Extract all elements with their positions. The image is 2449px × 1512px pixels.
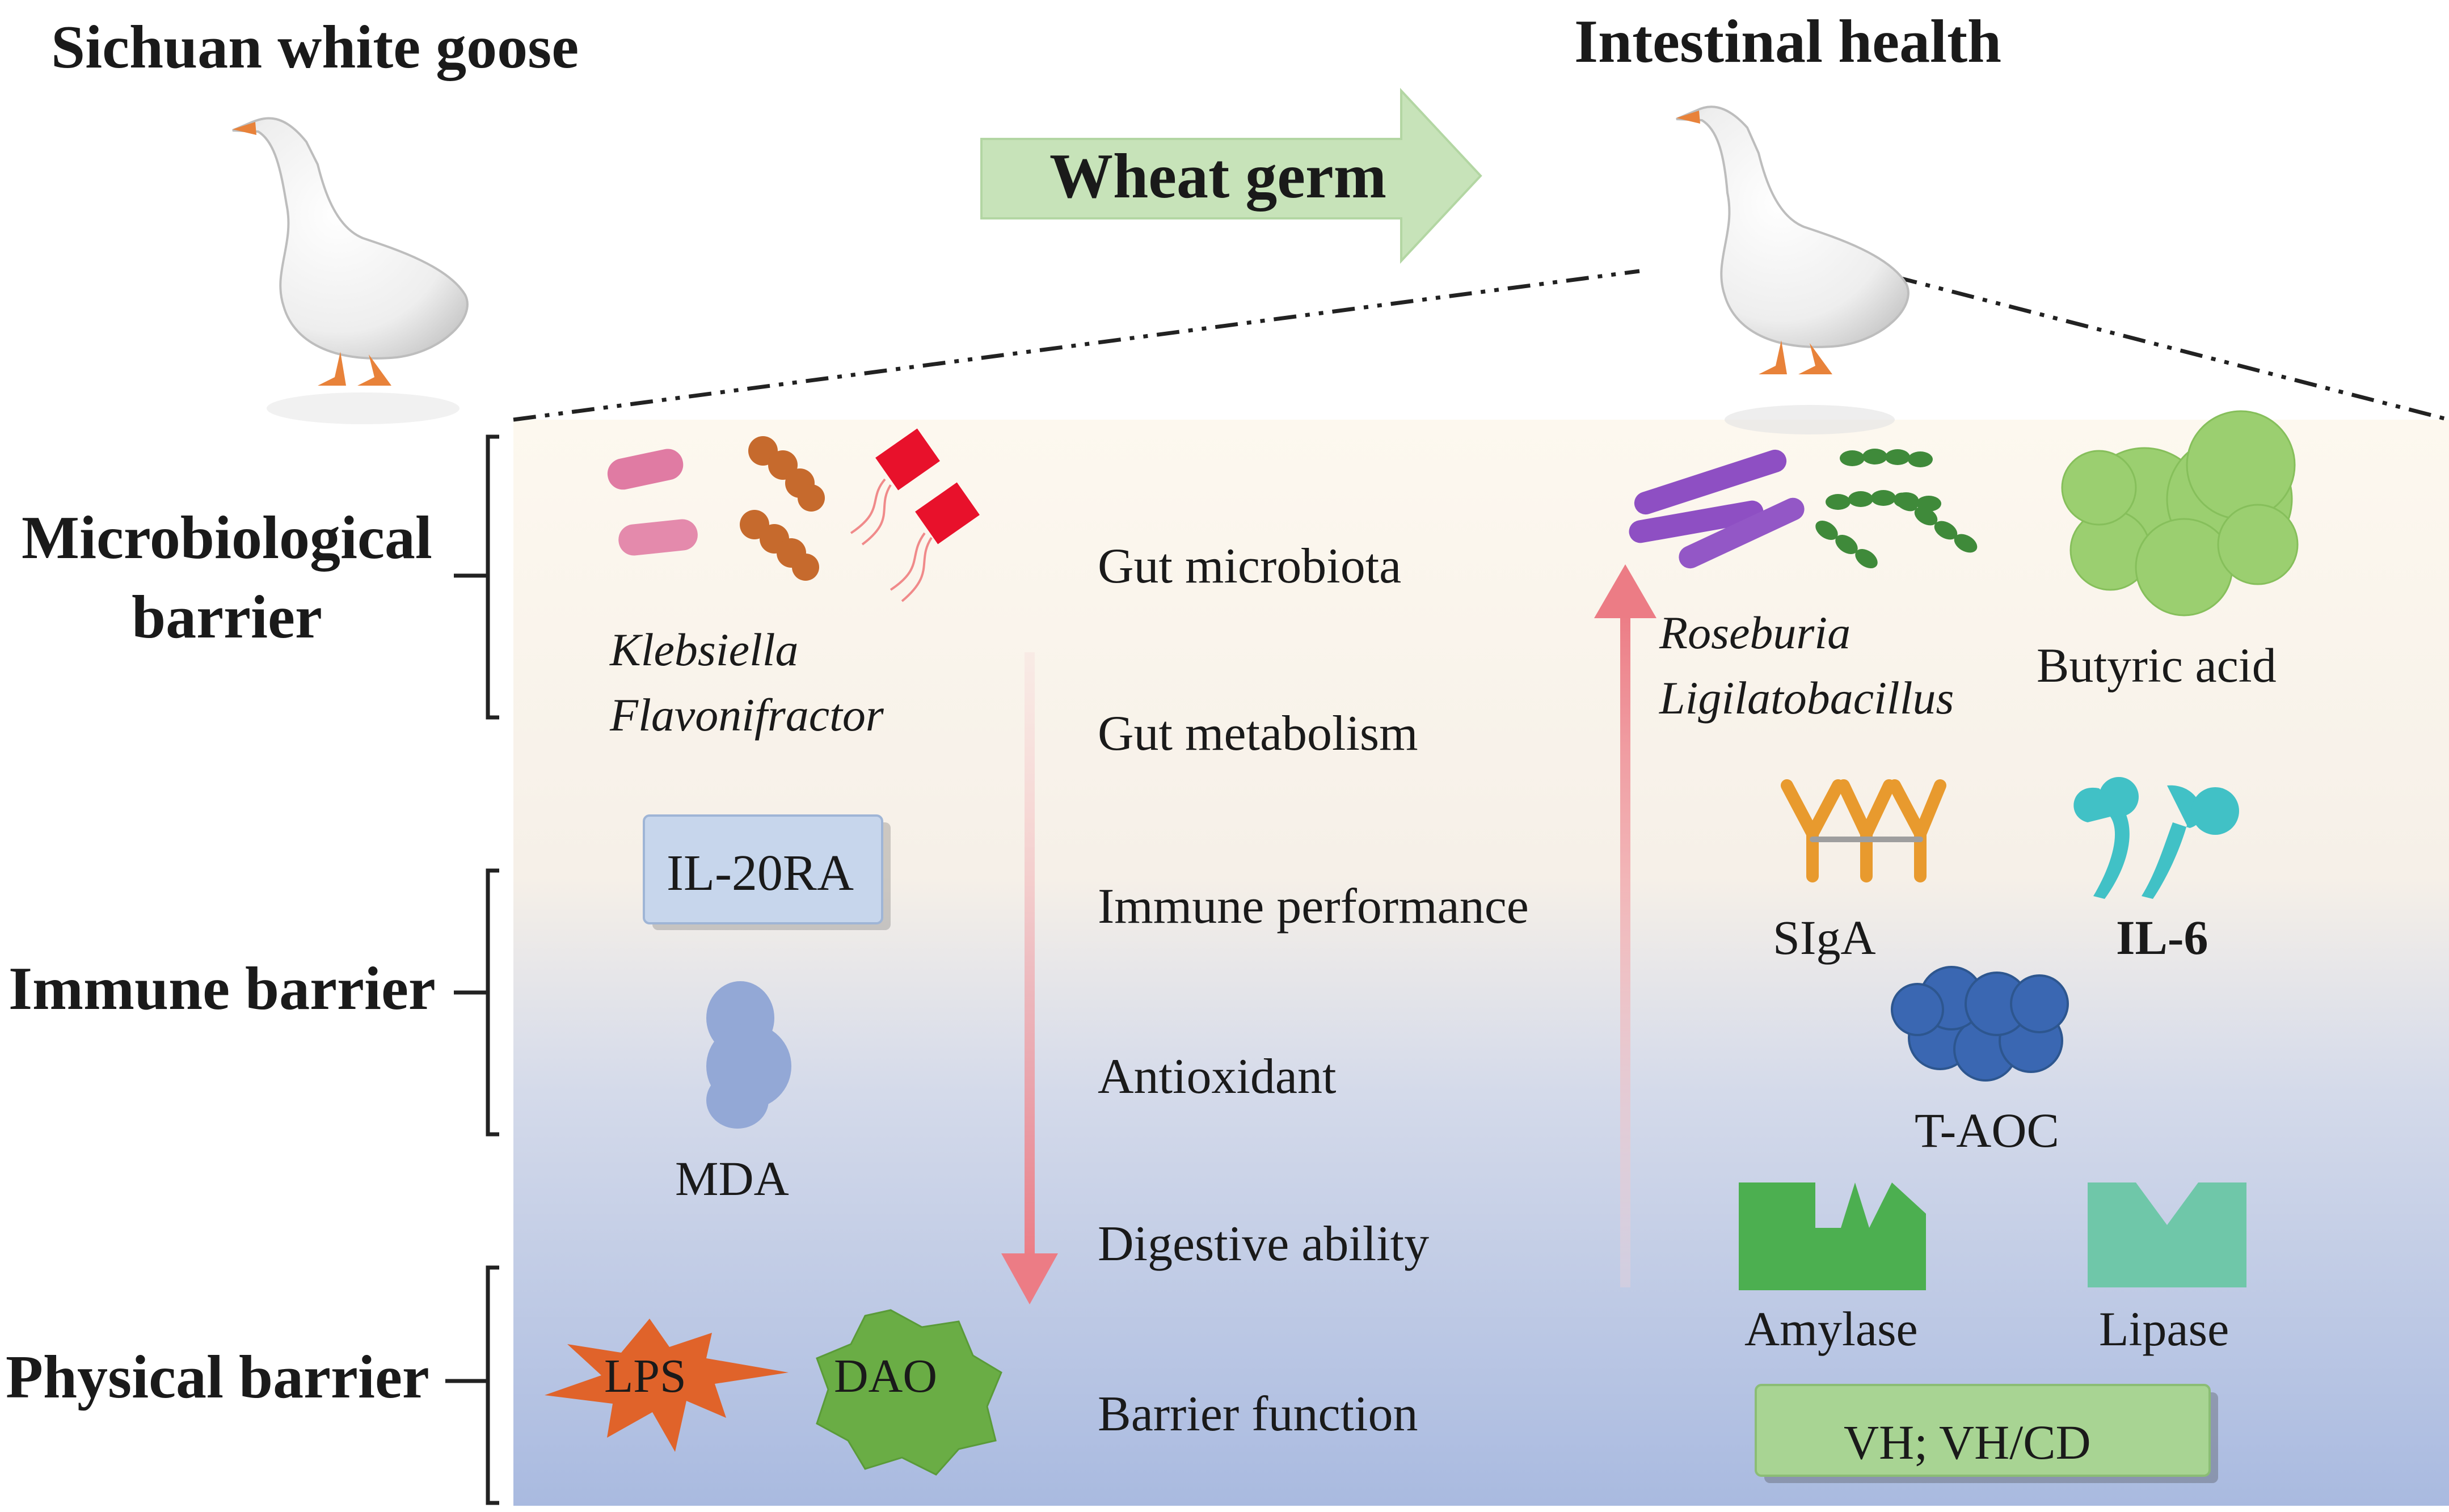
goose-right-icon (1676, 105, 1910, 434)
flavonifractor-label: Flavonifractor (610, 689, 884, 741)
indicator-gut-microbiota: Gut microbiota (1098, 539, 1402, 594)
bracket-microbiological (454, 434, 499, 720)
indicator-barrier-function: Barrier function (1098, 1387, 1418, 1442)
taoc-label: T-AOC (1915, 1103, 2059, 1158)
mda-icon (706, 981, 791, 1129)
dao-icon (816, 1309, 1002, 1476)
amylase-icon (1739, 1182, 1926, 1290)
indicator-gut-metabolism: Gut metabolism (1098, 706, 1418, 761)
indicator-digestive-ability: Digestive ability (1098, 1217, 1430, 1272)
siga-label: SIgA (1773, 910, 1876, 965)
goose-left-icon (232, 117, 469, 424)
right-title: Intestinal health (1574, 8, 2002, 75)
taoc-icon (1891, 966, 2069, 1082)
immune-barrier-label: Immune barrier (9, 955, 436, 1023)
klebsiella-label: Klebsiella (610, 624, 799, 675)
mda-label: MDA (675, 1151, 789, 1206)
physical-barrier-label: Physical barrier (6, 1344, 429, 1411)
lps-label: LPS (604, 1350, 686, 1403)
content-panel (513, 420, 2449, 1506)
vh-label: VH; VH/CD (1844, 1415, 2091, 1469)
left-title: Sichuan white goose (51, 14, 579, 81)
vh-box (1755, 1384, 2218, 1483)
lipase-label: Lipase (2099, 1302, 2229, 1356)
butyric-acid-label: Butyric acid (2037, 638, 2277, 692)
il20ra-box (643, 814, 891, 930)
lps-icon (545, 1319, 789, 1452)
ligilatobacillus-label: Ligilatobacillus (1659, 672, 1954, 724)
lipase-icon (2088, 1182, 2246, 1287)
dao-label: DAO (834, 1350, 937, 1403)
indicator-antioxidant: Antioxidant (1098, 1049, 1337, 1104)
roseburia-label: Roseburia (1659, 607, 1851, 658)
bacteria-decreased-icon (607, 428, 980, 602)
bacteria-increased-icon (1629, 449, 1978, 569)
butyric-acid-icon (2061, 410, 2299, 616)
amylase-label: Amylase (1744, 1302, 1918, 1356)
zoom-line-right (1894, 274, 2449, 422)
microbiological-barrier-line1: Microbiological (22, 504, 432, 572)
siga-icon (1781, 779, 1946, 882)
zoom-line-left (513, 269, 1640, 422)
il20ra-label: IL-20RA (667, 845, 854, 901)
bracket-physical (445, 1265, 499, 1505)
increase-arrow (1594, 564, 1656, 1287)
bracket-immune (454, 868, 499, 1137)
microbiological-barrier-line2: barrier (132, 584, 322, 651)
il6-label: IL-6 (2116, 910, 2208, 965)
indicator-immune-performance: Immune performance (1098, 879, 1529, 934)
decrease-arrow (1001, 652, 1058, 1304)
wheat-germ-arrow (980, 87, 1482, 264)
il6-icon (2073, 777, 2239, 899)
wheat-germ-label: Wheat germ (1049, 141, 1387, 212)
